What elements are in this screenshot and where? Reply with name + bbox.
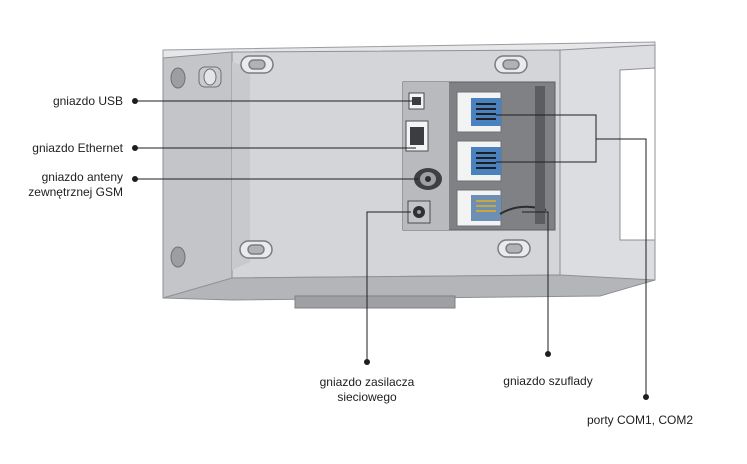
usb-label: gniazdo USB (52, 94, 123, 108)
power-socket (407, 200, 431, 224)
com2-port (456, 140, 502, 182)
mounting-slots (239, 55, 531, 259)
power-socket-label-line1: gniazdo zasilacza (319, 375, 415, 389)
gsm-antenna-label-line2: zewnętrznej GSM (28, 185, 123, 199)
ethernet-port (405, 120, 429, 152)
com1-port (456, 91, 502, 133)
side-holes (170, 66, 222, 268)
gsm-antenna-label: gniazdo anteny zewnętrznej GSM (28, 170, 123, 200)
drawer-port (456, 189, 547, 227)
gsm-antenna-socket (414, 168, 442, 190)
leader-dots (132, 98, 649, 400)
gsm-antenna-label-line1: gniazdo anteny (41, 170, 123, 184)
drawer-socket-label: gniazdo szuflady (503, 374, 593, 388)
leader-lines (135, 100, 647, 397)
com-ports-label: porty COM1, COM2 (587, 413, 694, 427)
panel-divider (535, 86, 545, 224)
power-socket-label: gniazdo zasilacza sieciowego (307, 375, 427, 405)
power-socket-label-line2: sieciowego (337, 390, 397, 404)
ethernet-label: gniazdo Ethernet (32, 141, 123, 155)
